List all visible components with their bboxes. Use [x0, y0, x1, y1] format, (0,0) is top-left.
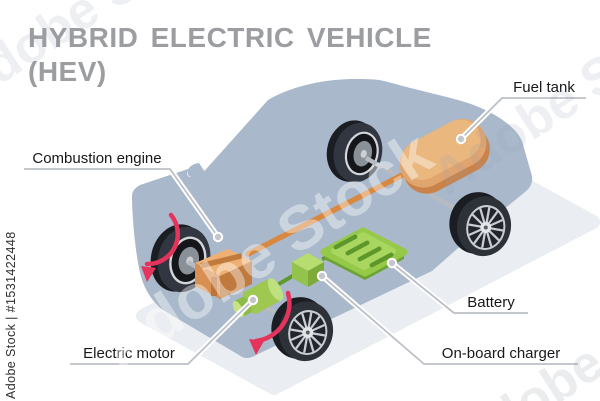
charger-front — [292, 262, 308, 287]
label-electric-motor: Electric motor — [83, 345, 175, 362]
charger-side — [308, 262, 324, 287]
wheel-front-right — [271, 297, 334, 362]
engine-groove-highlight — [202, 258, 245, 270]
engine-side — [220, 261, 252, 299]
drive-shaft — [245, 163, 423, 257]
leader-on-board-charger — [321, 275, 578, 365]
hub-cap — [360, 149, 367, 158]
label-on-board-charger: On-board charger — [441, 345, 561, 362]
arrow-head — [249, 339, 264, 355]
leader-combustion-engine — [24, 168, 219, 238]
on-board-charger — [292, 253, 324, 287]
spokes — [290, 312, 326, 353]
leader-fuel-tank — [460, 97, 586, 140]
callout-dot-fuel-tank — [455, 133, 467, 145]
rotation-arrow-front-left — [141, 212, 181, 282]
leader-battery — [391, 262, 528, 314]
side-mirror — [187, 163, 205, 178]
callout-dot-electric-motor — [247, 294, 259, 306]
rotation-arrow-front-right — [249, 290, 292, 355]
arrow-head — [141, 266, 156, 282]
battery-slats — [333, 234, 394, 268]
watermark-credit: Adobe Stock | #1531422448 — [4, 231, 18, 399]
label-combustion-engine: Combustion engine — [32, 150, 162, 167]
battery — [320, 227, 408, 280]
combustion-engine — [195, 249, 252, 299]
arrow-arc — [144, 212, 181, 267]
label-battery: Battery — [467, 294, 515, 311]
title-line-1: HYBRID ELECTRIC VEHICLE — [28, 22, 432, 53]
callout-dot-battery — [386, 257, 398, 269]
label-fuel-tank: Fuel tank — [513, 79, 575, 96]
callout-dot-combustion-engine — [212, 231, 224, 243]
leader-electric-motor — [70, 299, 254, 365]
hub-cap — [305, 330, 310, 335]
leader-lines — [24, 95, 586, 367]
wheel-rear-right — [449, 192, 512, 257]
title-line-2: (HEV) — [28, 56, 107, 87]
motor-end-cap — [267, 278, 283, 301]
engine-groove — [200, 253, 243, 269]
hub-cap — [483, 225, 488, 230]
arrow-arc — [253, 290, 292, 344]
callout-dot-on-board-charger — [316, 270, 328, 282]
page-title: HYBRID ELECTRIC VEHICLE (HEV) — [28, 21, 432, 89]
spokes — [468, 207, 504, 248]
